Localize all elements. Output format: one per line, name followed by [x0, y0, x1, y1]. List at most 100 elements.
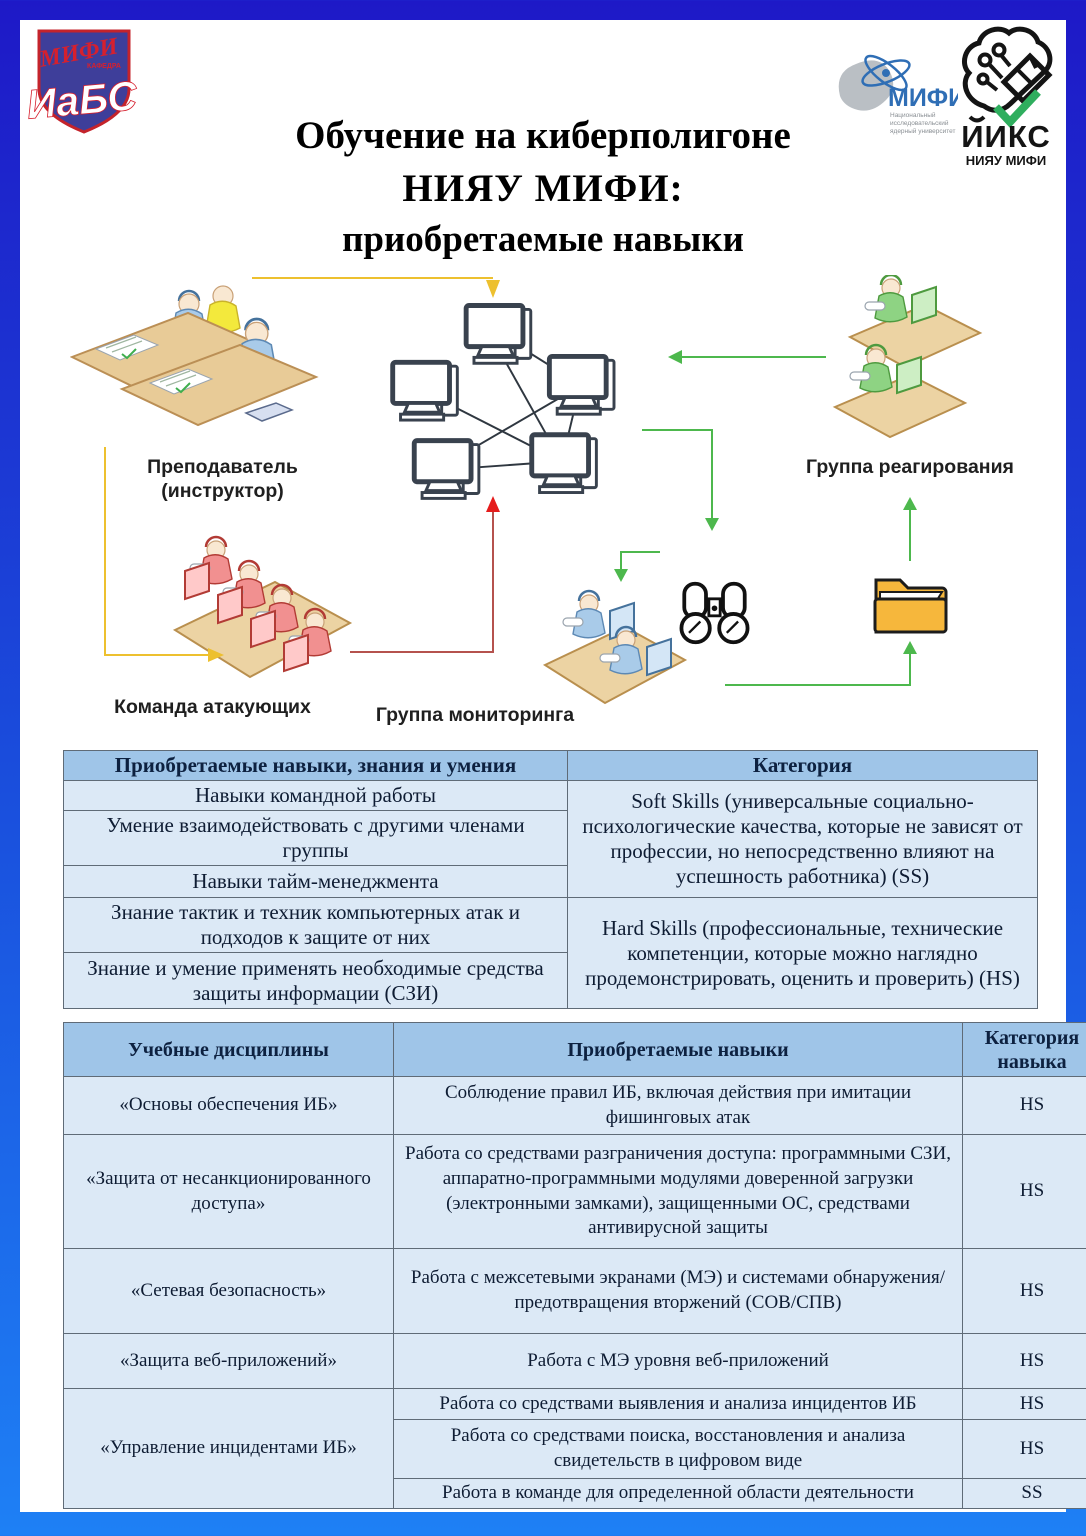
monitoring-figure [562, 589, 635, 641]
skills-header-cell: Приобретаемые навыки [393, 1022, 963, 1077]
paper-sheet [148, 368, 214, 395]
mephi-sub-3: ядерный университет [890, 127, 956, 135]
iiks-logo: ИИКС НИЯУ МИФИ [961, 26, 1053, 168]
skill-cell: Работа со средствами выявления и анализа… [393, 1388, 963, 1420]
atom-orbit-1 [861, 59, 911, 87]
table-row: Навыки командной работы Soft Skills (уни… [63, 780, 1038, 898]
arrow-monitoring-to-folder [725, 654, 911, 686]
instructor-label: Преподаватель (инструктор) [115, 455, 330, 504]
category-cell: SS [962, 1478, 1086, 1509]
iiks-name-text: ИИКС [961, 119, 1050, 154]
discipline-cell: «Основы обеспечения ИБ» [63, 1076, 394, 1135]
category-cell: HS [962, 1076, 1086, 1135]
disciplines-table-header-row: Учебные дисциплины Приобретаемые навыки … [63, 1022, 1086, 1077]
arrow-network-to-binoculars [642, 429, 713, 518]
arrowhead [486, 496, 500, 512]
monitoring-group-art [542, 589, 688, 705]
table-row: Знание тактик и техник компьютерных атак… [63, 897, 1038, 1009]
table-row: Умение взаимодействовать с другими члена… [63, 810, 1038, 866]
iabs-logo: МИФИ КАФЕДРА ИаБС [28, 26, 140, 138]
iiks-sub-text: НИЯУ МИФИ [966, 153, 1046, 168]
brain-lattice [1000, 52, 1053, 105]
table-row: Работа со средствами поиска, восстановле… [64, 1419, 1086, 1479]
attacker-figure [250, 583, 299, 649]
brain-lattice-lines [1015, 55, 1038, 84]
category-cell: HS [962, 1134, 1086, 1249]
attacker-figure [217, 559, 266, 625]
page-title: Обучение на киберполигоне НИЯУ МИФИ: при… [20, 110, 1066, 265]
arrowhead [903, 497, 917, 510]
discipline-header-cell: Учебные дисциплины [63, 1022, 394, 1077]
attacker-figure [283, 607, 332, 673]
hard-skills-cell: Hard Skills (профессиональные, техническ… [567, 897, 1038, 1009]
arrowhead [705, 518, 719, 531]
skill-cell: Знание и умение применять необходимые ср… [63, 952, 568, 1009]
table-row: «Управление инцидентами ИБ» Работа со ср… [63, 1388, 1086, 1509]
table-row: «Защита веб-приложений» Работа с МЭ уров… [63, 1333, 1086, 1389]
circuit-node-2 [991, 42, 1007, 58]
mephi-logo: МИФИ Национальный исследовательский ядер… [838, 54, 958, 135]
discipline-cell: «Защита веб-приложений» [63, 1333, 394, 1389]
title-line-1: Обучение на киберполигоне [295, 114, 791, 157]
title-line-3: приобретаемые навыки [342, 219, 744, 261]
binoculars-icon [679, 581, 750, 645]
soft-skills-cell: Soft Skills (универсальные социально-пси… [567, 780, 1038, 898]
skill-cell: Работа с МЭ уровня веб-приложений [393, 1333, 963, 1389]
desk [119, 343, 319, 427]
mephi-sub-2: исследовательский [890, 119, 949, 127]
atom-orbit-2 [864, 54, 908, 92]
table-row: Работа в команде для определенной област… [64, 1478, 1086, 1509]
circuit-node-3 [976, 72, 990, 86]
arrow-binoculars-to-monitoring [620, 551, 660, 569]
category-cell: HS [962, 1333, 1086, 1389]
category-cell: HS [962, 1388, 1086, 1420]
flow-arrows-overlay [104, 277, 917, 686]
arrowhead [614, 569, 628, 582]
mephi-sub-1: Национальный [890, 111, 936, 119]
arrowhead [208, 648, 224, 662]
folder-icon [873, 578, 948, 634]
instructor-label-line1: Преподаватель [147, 456, 298, 478]
skill-cell: Умение взаимодействовать с другими члена… [63, 810, 568, 866]
skill-cell: Знание тактик и техник компьютерных атак… [63, 897, 568, 953]
table-row: «Основы обеспечения ИБ» Соблюдение прави… [63, 1076, 1086, 1135]
category-header-cell: Категория [567, 750, 1038, 781]
cyber-range-diagram: Преподаватель (инструктор) Команда атаку… [20, 270, 1066, 740]
discipline-cell: «Защита от несанкционированного доступа» [63, 1134, 394, 1249]
table-row: Навыки тайм-менеджмента [63, 865, 1038, 898]
category-header-cell: Категория навыка [962, 1022, 1086, 1077]
arrow-attackers-to-network [350, 512, 494, 653]
skill-cell: Работа в команде для определенной област… [393, 1478, 963, 1509]
instructor-label-line2: (инструктор) [161, 480, 284, 503]
breve-accent [968, 115, 986, 123]
skill-cell: Навыки командной работы [63, 780, 568, 811]
atom-nucleus [882, 69, 890, 77]
circuit-node-1 [977, 52, 993, 68]
circuit-traces [985, 53, 1012, 92]
skills-header-cell: Приобретаемые навыки, знания и умения [63, 750, 568, 781]
table-row: «Защита от несанкционированного доступа»… [63, 1134, 1086, 1249]
skills-table: Приобретаемые навыки, знания и умения Ка… [63, 750, 1038, 1009]
calculator [244, 402, 295, 422]
discipline-cell: «Управление инцидентами ИБ» [63, 1388, 394, 1509]
category-cell: HS [962, 1248, 1086, 1334]
iabs-shield [37, 29, 131, 134]
skill-cell: Работа с межсетевыми экранами (МЭ) и сис… [393, 1248, 963, 1334]
discipline-cell: «Сетевая безопасность» [63, 1248, 394, 1334]
table-row: «Сетевая безопасность» Работа с межсетев… [63, 1248, 1086, 1334]
iabs-kafedra-text: КАФЕДРА [87, 63, 121, 70]
monitoring-figure [599, 625, 672, 677]
arrowhead [486, 280, 500, 298]
instructor-art [70, 285, 319, 427]
iabs-main-text: ИаБС [28, 72, 140, 128]
network-art [370, 282, 670, 517]
arrowhead [668, 350, 682, 364]
attacker-figure [184, 535, 233, 601]
skill-cell: Навыки тайм-менеджмента [63, 865, 568, 898]
table-row: Знание и умение применять необходимые ср… [63, 952, 1038, 1009]
arrow-instructor-to-attackers [104, 447, 208, 656]
category-cell: HS [962, 1419, 1086, 1479]
brain-outline [962, 26, 1053, 113]
response-figure [864, 275, 937, 325]
